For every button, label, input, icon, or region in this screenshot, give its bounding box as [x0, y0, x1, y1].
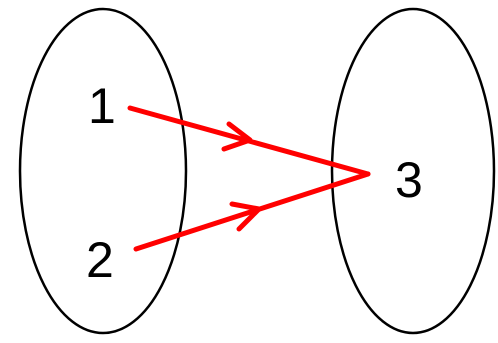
domain-element-2: 2	[86, 232, 114, 288]
domain-element-1: 1	[88, 78, 116, 134]
domain-set-ellipse	[18, 7, 188, 335]
codomain-set-ellipse	[330, 7, 496, 335]
mapping-line-2-to-3	[133, 171, 371, 252]
codomain-element-3: 3	[395, 152, 423, 208]
mapping-arrowhead-2-to-3	[229, 201, 262, 232]
mapping-arrowhead-1-to-3	[221, 121, 253, 152]
